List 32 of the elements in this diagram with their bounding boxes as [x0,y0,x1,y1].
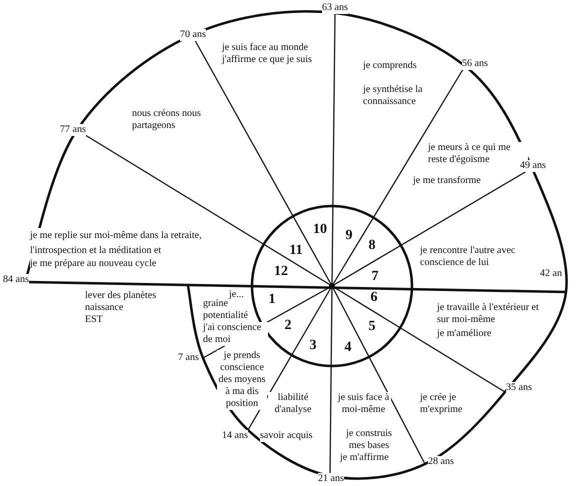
phase-text: je comprends [363,60,417,72]
house-number: 9 [346,230,352,242]
house-number: 4 [344,342,352,354]
phase-text: lever des planètes [85,290,156,302]
phase-text: je m'améliore [437,328,492,340]
house-number: 8 [368,240,376,252]
age-label: 49 ans [520,160,546,172]
phase-text: graine [203,298,228,310]
house-number: 7 [372,271,378,283]
age-label: 56 ans [462,58,488,70]
house-number: 6 [370,292,378,304]
phase-text: potentialité [203,310,248,322]
phase-text: je me transforme [413,175,481,187]
phase-text: je me prépare au nouveau cycle [30,258,156,270]
age-label: 35 ans [506,382,532,394]
phase-text: je prends conscience des moyens à ma dis position [217,350,267,410]
house-number: 12 [274,266,288,278]
house-number: 10 [313,224,327,236]
phase-text: j'ai conscience de moi [203,322,268,346]
house-number: 1 [268,294,276,306]
phase-text: je... [229,289,244,301]
age-label: 63 ans [322,2,348,14]
age-label: 70 ans [180,29,206,41]
age-label: 84 ans [3,274,29,286]
phase-text: savoir acquis [260,430,312,442]
phase-text: nous créons nous partageons [132,108,202,132]
house-number: 3 [310,340,316,352]
phase-text: je m'affirme [340,452,389,464]
house-number: 2 [284,320,292,332]
age-label: 77 ans [60,124,86,136]
house-number: 5 [368,321,376,333]
house-number: 11 [289,245,303,257]
